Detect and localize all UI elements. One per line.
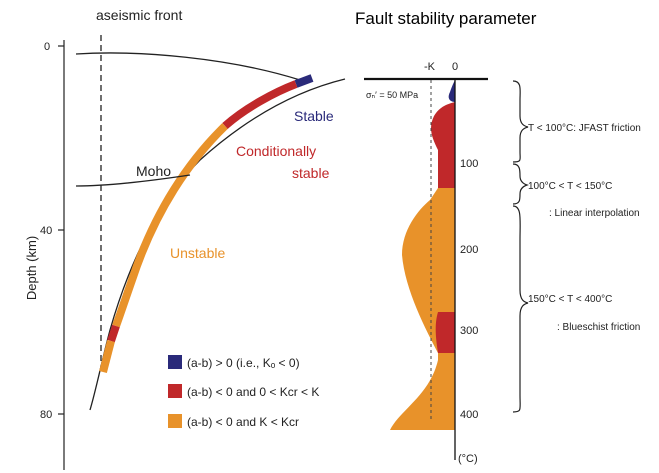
bracket-linear-text-2: : Linear interpolation <box>549 208 640 219</box>
moho-label: Moho <box>136 163 171 179</box>
bracket-linear <box>512 163 529 205</box>
stable-label: Stable <box>294 108 334 124</box>
depth-tick-label-40: 40 <box>40 225 52 237</box>
bracket-blueschist-text-1: 150°C < T < 400°C <box>528 294 612 305</box>
bracket-linear-text-1: 100°C < T < 150°C <box>528 181 612 192</box>
temp-tick-200: 200 <box>460 244 478 256</box>
depth-axis-title: Depth (km) <box>24 236 39 300</box>
legend-text-stable: (a-b) > 0 (i.e., Kₒ < 0) <box>187 356 300 370</box>
temp-tick-400: 400 <box>460 409 478 421</box>
bracket-jfast <box>512 80 529 163</box>
conditional-label-2: stable <box>292 165 330 181</box>
bracket-blueschist <box>512 205 529 413</box>
slab-segment-unstable-deep <box>99 340 115 373</box>
right-panel: Fault stability parameter -K 0 σₙ′ = 50 … <box>355 9 641 465</box>
legend-text-conditional: (a-b) < 0 and 0 < Kcr < K <box>187 385 319 399</box>
temp-tick-100: 100 <box>460 158 478 170</box>
bracket-jfast-text: T < 100°C: JFAST friction <box>528 123 641 134</box>
profile-unstable-fill <box>390 188 455 430</box>
profile-conditional-lower <box>435 312 455 353</box>
depth-tick-label-80: 80 <box>40 409 52 421</box>
depth-tick-label-0: 0 <box>44 41 50 53</box>
aseismic-front-label: aseismic front <box>96 7 182 23</box>
slab-segment-unstable <box>112 123 228 328</box>
right-panel-title: Fault stability parameter <box>355 9 537 28</box>
top-tick-minus-k: -K <box>424 61 436 73</box>
temp-unit: (°C) <box>458 453 478 465</box>
moho-line <box>75 174 191 187</box>
temp-tick-300: 300 <box>460 325 478 337</box>
legend-text-unstable: (a-b) < 0 and K < Kcr <box>187 415 299 429</box>
left-panel: aseismic front 0 40 80 Depth (km) Moho S… <box>24 7 346 470</box>
slab-segment-stable <box>294 74 314 88</box>
profile-stable-fill <box>448 80 455 102</box>
slab-segment-conditional-deep <box>107 324 120 343</box>
slab-segment-conditional <box>222 80 298 129</box>
sigma-label: σₙ′ = 50 MPa <box>366 90 418 100</box>
temperature-brackets <box>512 80 529 413</box>
top-tick-zero: 0 <box>452 61 458 73</box>
legend: (a-b) > 0 (i.e., Kₒ < 0) (a-b) < 0 and 0… <box>168 355 319 429</box>
legend-swatch-unstable <box>168 414 182 428</box>
profile-conditional-upper <box>431 102 455 188</box>
legend-swatch-stable <box>168 355 182 369</box>
bracket-blueschist-text-2: : Blueschist friction <box>557 322 640 333</box>
conditional-label-1: Conditionally <box>236 143 316 159</box>
surface-line <box>75 52 301 81</box>
unstable-label: Unstable <box>170 245 225 261</box>
legend-swatch-conditional <box>168 384 182 398</box>
